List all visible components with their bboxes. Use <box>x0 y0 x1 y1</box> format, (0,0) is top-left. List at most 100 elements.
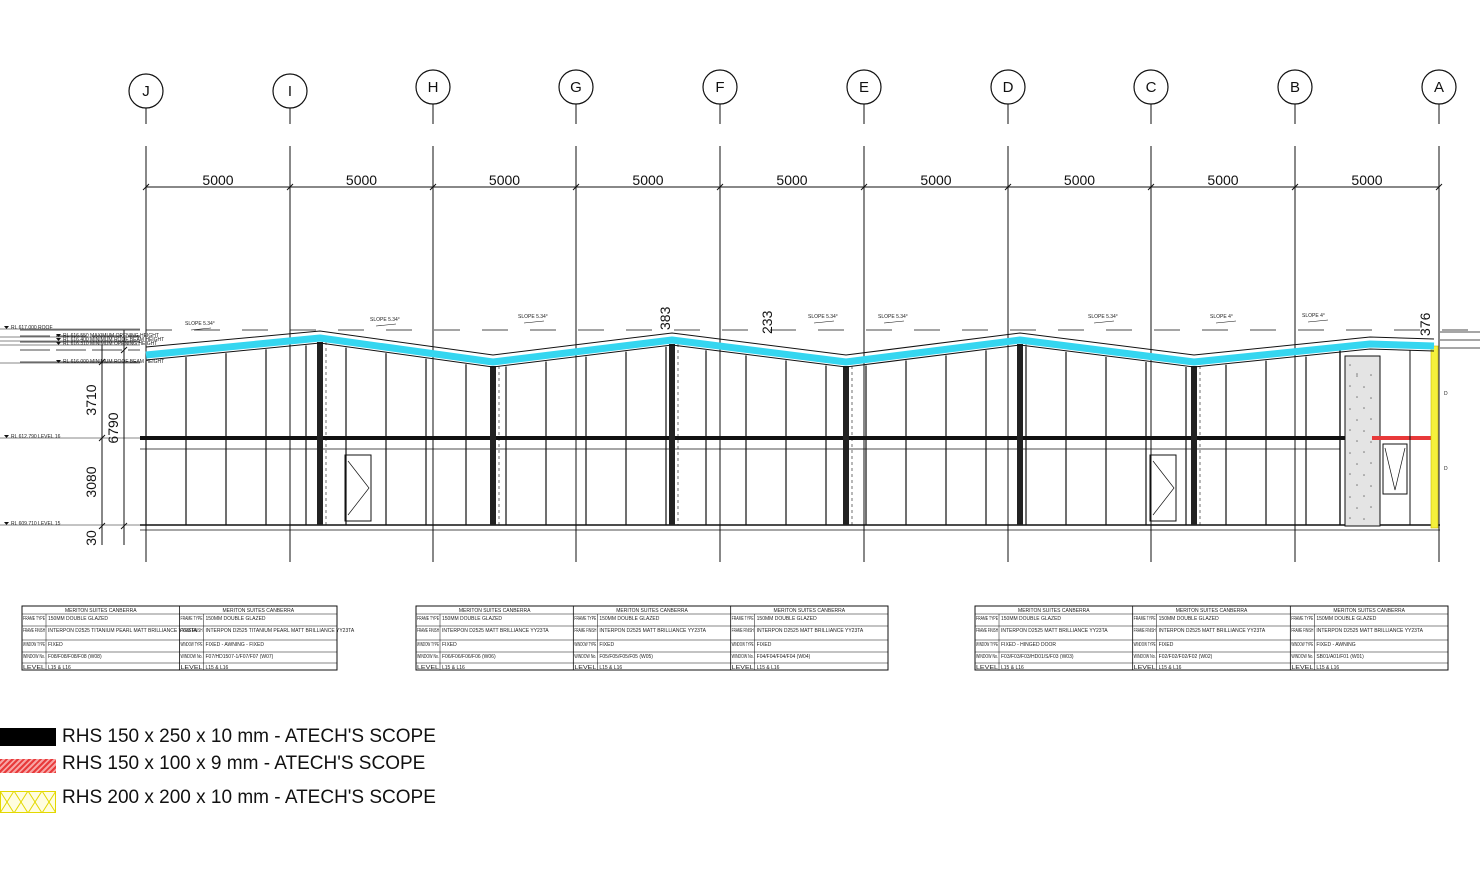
rhs-column-black <box>843 366 849 525</box>
dimension-tick <box>98 358 106 366</box>
table-cell: L15 & L16 <box>1159 665 1182 671</box>
bay-dimension-label: 5000 <box>489 172 520 188</box>
table-row-label: LEVEL <box>1291 665 1313 671</box>
bay-dimension-label: 5000 <box>632 172 663 188</box>
table-row-label: LEVEL <box>417 665 439 671</box>
awning-swing-icon <box>1384 447 1406 491</box>
table-cell: FIXED - AWNING <box>1316 642 1355 648</box>
table-cell: 150MM DOUBLE GLAZED <box>599 616 659 622</box>
table-row-label: WINDOW No. <box>574 654 596 660</box>
table-cell: F07/HD1507-1/F07/F07 (W07) <box>206 654 274 660</box>
level-mark-label: RL 616.000 MINIMUM ROOF BEAM HEIGHT <box>63 359 164 365</box>
slope-arrow-icon <box>190 327 212 331</box>
grid-label: D <box>1003 79 1014 96</box>
table-cell: FIXED <box>1159 642 1174 648</box>
table-cell: FIXED <box>48 642 63 648</box>
concrete-speckle-icon <box>1363 474 1365 476</box>
level-marker-icon <box>56 360 61 363</box>
table-row-label: FRAME TYPE <box>417 616 439 622</box>
grid-bubble-icon <box>272 73 308 109</box>
table-cell: 150MM DOUBLE GLAZED <box>757 616 817 622</box>
rhs-column-black <box>669 344 675 525</box>
grid-label: B <box>1290 79 1300 96</box>
table-cell: INTERPON D2525 MATT BRILLIANCE YY23TA <box>1159 628 1266 634</box>
table-header: MERITON SUITES CANBERRA <box>459 608 531 614</box>
concrete-speckle-icon <box>1349 496 1351 498</box>
dimension-tick <box>1004 183 1012 191</box>
window-schedule-tables: MERITON SUITES CANBERRA FRAME TYPE FRAME F… <box>21 605 1449 671</box>
grid-bubble-icon <box>1277 69 1313 105</box>
table-cell: F08/F08/F08/F08 (W08) <box>48 654 102 660</box>
table-cell: FIXED - AWNING - FIXED <box>206 642 265 648</box>
bay-dimension-label: 5000 <box>202 172 233 188</box>
table-row-label: FRAME FINISH <box>1134 628 1156 634</box>
level-mark-label: RL 616.310 MINIMUM OPENING HEIGHT <box>63 341 157 347</box>
concrete-speckle-icon <box>1356 484 1358 486</box>
table-cell: FIXED <box>599 642 614 648</box>
bay-dimension-label: 5000 <box>1351 172 1382 188</box>
concrete-speckle-icon <box>1370 397 1372 399</box>
rhs-column-black <box>1017 344 1023 525</box>
table-cell: L15 & L16 <box>757 665 780 671</box>
roof-beam-cyan <box>145 334 1435 366</box>
dimension-tick <box>1147 183 1155 191</box>
slope-arrow-icon <box>375 323 397 327</box>
dimension-tick <box>860 183 868 191</box>
table-cell: L15 & L16 <box>599 665 622 671</box>
concrete-speckle-icon <box>1363 518 1365 520</box>
table-header: MERITON SUITES CANBERRA <box>616 608 688 614</box>
table-row-label: WINDOW TYPE <box>574 642 596 648</box>
table-row-label: WINDOW TYPE <box>417 642 439 648</box>
concrete-speckle-icon <box>1356 507 1358 509</box>
upper-height-label: 3710 <box>83 384 99 415</box>
bay-dimension-label: 5000 <box>1064 172 1095 188</box>
table-row-label: FRAME FINISH <box>976 628 998 634</box>
table-cell: INTERPON D2525 TITANIUM PEARL MATT BRILL… <box>48 628 197 634</box>
legend-item-black-rhs: RHS 150 x 250 x 10 mm - ATECH'S SCOPE <box>0 726 520 748</box>
level-marker-icon <box>4 326 9 329</box>
table-cell: INTERPON D2525 MATT BRILLIANCE YY23TA <box>1001 628 1108 634</box>
bay-dimension-label: 5000 <box>346 172 377 188</box>
concrete-speckle-icon <box>1363 451 1365 453</box>
table-row-label: WINDOW TYPE <box>181 642 203 648</box>
table-row-label: FRAME FINISH <box>23 628 45 634</box>
hinged-door <box>1149 454 1177 522</box>
table-cell: INTERPON D2525 MATT BRILLIANCE YY23TA <box>442 628 549 634</box>
roof-underside-line <box>145 342 1435 368</box>
slope-label: SLOPE 4° <box>1210 314 1233 320</box>
concrete-speckle-icon <box>1356 463 1358 465</box>
grid-bubble-icon <box>1133 69 1169 105</box>
table-header: MERITON SUITES CANBERRA <box>774 608 846 614</box>
table-row-label: FRAME FINISH <box>574 628 596 634</box>
grid-bubble-icon <box>1421 69 1457 105</box>
roof-dimension-label: 376 <box>1417 312 1433 336</box>
grid-label: E <box>859 79 869 96</box>
table-cell: FIXED <box>442 642 457 648</box>
table-row-label: LEVEL <box>1134 665 1156 671</box>
slope-label: SLOPE 5.34° <box>518 314 548 320</box>
table-cell: F02/F02/F02/F02 (W02) <box>1159 654 1213 660</box>
bay-dimension-label: 5000 <box>920 172 951 188</box>
roof-dimension-label: 383 <box>657 306 673 330</box>
table-header: MERITON SUITES CANBERRA <box>1176 608 1248 614</box>
grid-label: H <box>428 79 439 96</box>
slope-label: SLOPE 5.34° <box>370 317 400 323</box>
roof-top-line <box>145 330 1435 356</box>
concrete-speckle-icon <box>1370 485 1372 487</box>
level-16-slab <box>140 436 1436 440</box>
table-cell: 150MM DOUBLE GLAZED <box>442 616 502 622</box>
roof-dimension-label: 233 <box>759 310 775 334</box>
table-header: MERITON SUITES CANBERRA <box>65 608 137 614</box>
rhs-column-black <box>317 342 323 525</box>
table-row-label: WINDOW No. <box>1291 654 1313 660</box>
hinged-door <box>344 454 372 522</box>
concrete-speckle-icon <box>1363 386 1365 388</box>
table-cell: INTERPON D2525 MATT BRILLIANCE YY23TA <box>599 628 706 634</box>
table-cell: F03/F03/F03/HD01/S/F03 (W03) <box>1001 654 1074 660</box>
concrete-speckle-icon <box>1363 495 1365 497</box>
slope-label: SLOPE 5.34° <box>1088 314 1118 320</box>
dimension-tick <box>1435 183 1443 191</box>
dimension-tick <box>286 183 294 191</box>
